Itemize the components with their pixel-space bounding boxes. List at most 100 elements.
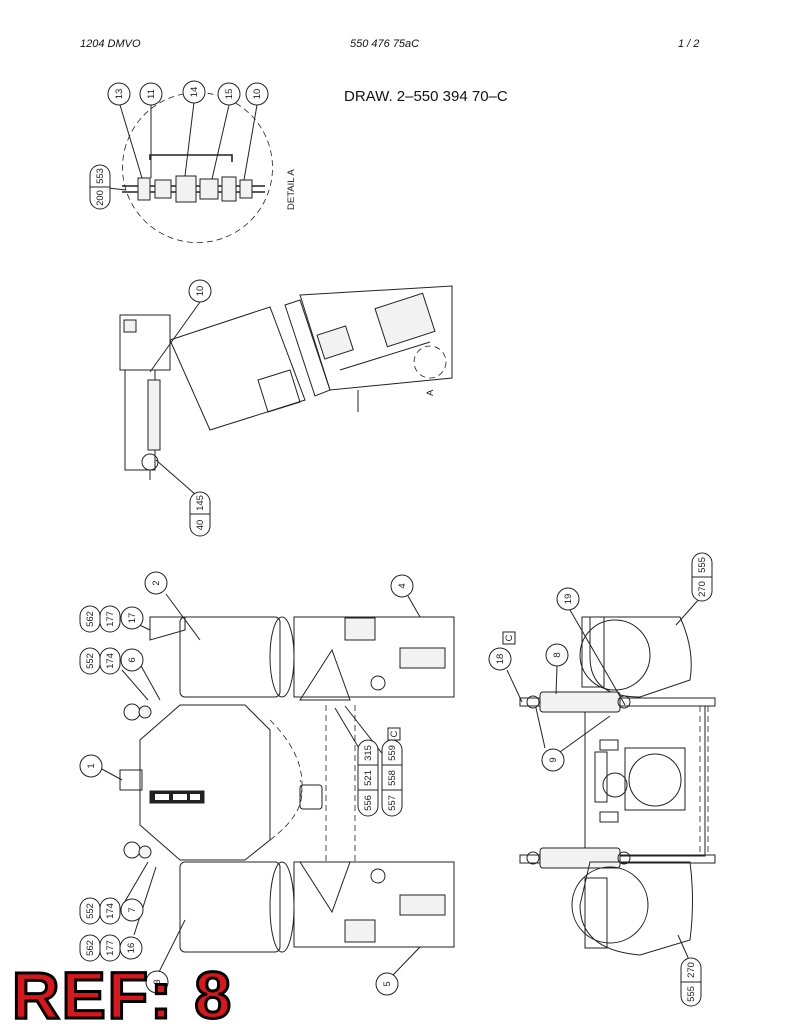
callout-text: 15 [224, 89, 235, 100]
fitting [137, 177, 151, 201]
fitting [239, 179, 253, 199]
frame-body [584, 705, 706, 857]
callout-text: C [504, 634, 515, 641]
callout-3: 3 [145, 970, 169, 994]
callout-270-555-upper: 270 555 [691, 552, 713, 602]
callout-10-side: 10 [188, 279, 212, 303]
callout-text: 552 [85, 653, 96, 669]
callout-text: C [389, 730, 400, 737]
callout-text: 18 [495, 654, 506, 665]
callout-text: 14 [189, 87, 200, 98]
callout-text: 2 [151, 580, 162, 585]
callout-text: 17 [127, 613, 138, 624]
pump-lower [399, 894, 446, 916]
header-center: 550 476 75aC [350, 38, 420, 50]
pump-upper [399, 647, 446, 669]
fan-housing-upper [589, 616, 692, 698]
callout-text: 557 [387, 795, 398, 811]
callout-text: 5 [382, 981, 393, 986]
callout-562-177-lower: 562 177 [79, 934, 121, 962]
inspection-panel [624, 747, 686, 811]
callout-14: 14 [182, 80, 206, 104]
callout-17: 17 [120, 606, 144, 630]
callout-text: 174 [105, 653, 116, 669]
callout-7: 7 [120, 898, 144, 922]
callout-C-box-1: C [387, 727, 401, 741]
callout-4: 4 [390, 574, 414, 598]
burner-tube-lower [179, 861, 281, 953]
central-housing [139, 704, 271, 861]
callout-552-174-lower: 552 174 [79, 897, 121, 925]
callout-5: 5 [375, 972, 399, 996]
callout-16: 16 [119, 936, 143, 960]
solenoid-valve [374, 292, 436, 348]
callout-text: 40 [195, 520, 206, 531]
callout-text: 558 [387, 770, 398, 786]
detail-a-callout-circle [413, 345, 447, 379]
callout-text: 3 [152, 979, 163, 984]
fitting [154, 179, 172, 199]
callout-C-box-2: C [502, 631, 516, 645]
callout-1: 1 [79, 754, 103, 778]
fitting [199, 178, 219, 200]
callout-text: 177 [105, 611, 116, 627]
callout-552-174: 552 174 [79, 647, 121, 675]
callout-text: 174 [105, 903, 116, 919]
rod-assembly-upper [539, 691, 621, 713]
valve-handle [149, 154, 233, 162]
burner-tube [169, 306, 306, 431]
bracket [149, 616, 186, 641]
callout-557-558-559: 557 558 559 [381, 739, 403, 817]
fitting [221, 176, 237, 202]
callout-200-553: 200 553 [89, 164, 111, 210]
callout-text: 145 [195, 495, 206, 511]
callout-15: 15 [217, 82, 241, 106]
rod-assembly-lower [539, 847, 621, 869]
callout-2: 2 [144, 571, 168, 595]
section-mark: A [425, 389, 436, 396]
callout-text: 556 [363, 795, 374, 811]
callout-13: 13 [107, 82, 131, 106]
burner-head-upper [293, 616, 455, 698]
callout-layer: 13 11 14 15 10 200 553 10 40 145 2 4 562… [79, 80, 713, 1007]
callout-text: 6 [127, 657, 138, 662]
callout-text: 16 [126, 943, 137, 954]
burner-head-lower [293, 861, 455, 948]
callout-40-145: 40 145 [189, 491, 211, 537]
valve-body [175, 175, 197, 203]
callout-text: 555 [686, 986, 697, 1002]
callout-text: 315 [363, 745, 374, 761]
header-left: 1204 DMVO [80, 38, 141, 50]
callout-18: 18 [488, 647, 512, 671]
detail-a-view: DETAIL A [107, 92, 297, 243]
callout-text: 9 [548, 757, 559, 762]
front-view [506, 597, 716, 963]
callout-text: 553 [95, 168, 106, 184]
detail-label: DETAIL A [286, 169, 297, 210]
plan-view [99, 593, 455, 977]
detail-a-boundary [122, 92, 273, 243]
callout-text: 177 [105, 940, 116, 956]
callout-19: 19 [556, 587, 580, 611]
callout-text: 562 [85, 940, 96, 956]
callout-text: 8 [552, 652, 563, 657]
callout-text: 1 [86, 763, 97, 768]
callout-text: 10 [252, 89, 263, 100]
callout-text: 10 [195, 286, 206, 297]
callout-text: 555 [697, 557, 708, 573]
callout-text: 13 [114, 89, 125, 100]
callout-9: 9 [541, 748, 565, 772]
callout-562-177: 562 177 [79, 605, 121, 633]
callout-10-detail: 10 [245, 82, 269, 106]
callout-text: 19 [563, 594, 574, 605]
callout-8: 8 [545, 643, 569, 667]
callout-text: 4 [397, 583, 408, 588]
callout-text: 552 [85, 903, 96, 919]
side-view: A [119, 285, 453, 496]
oil-pump [316, 325, 354, 360]
callout-555-270-lower: 555 270 [680, 957, 702, 1007]
callout-text: 200 [95, 190, 106, 206]
callout-text: 11 [146, 89, 157, 99]
callout-11: 11 [139, 82, 163, 106]
